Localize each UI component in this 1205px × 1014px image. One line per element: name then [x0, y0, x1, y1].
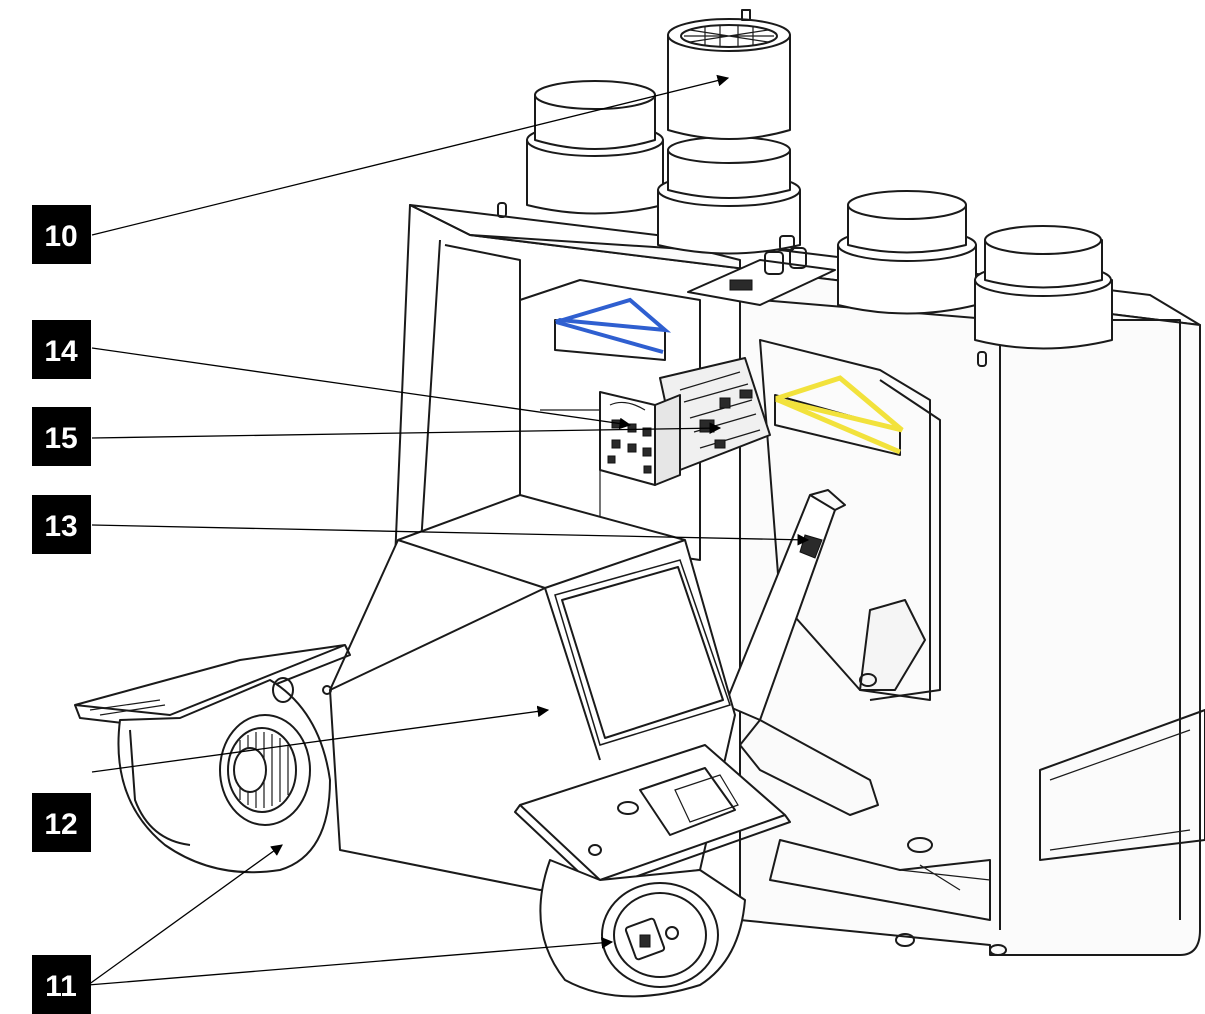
- duct-spigots: [526, 80, 1113, 350]
- leader-10: [91, 74, 730, 236]
- grille-spigot: [667, 9, 791, 140]
- right-cavity: [759, 339, 941, 701]
- fan-left: [74, 644, 351, 874]
- leader-11a: [87, 844, 283, 986]
- bypass-damper-arm: [724, 489, 879, 816]
- leader-12: [91, 705, 550, 773]
- callout-label-11: 11: [32, 955, 91, 1014]
- leader-13: [91, 524, 810, 546]
- cable-glands: [687, 235, 836, 306]
- leader-11b: [87, 937, 614, 986]
- callout-leaders: [87, 74, 810, 986]
- callout-text-11: 11: [45, 970, 77, 1003]
- callout-text-15: 15: [44, 422, 77, 455]
- callout-text-13: 13: [44, 510, 77, 543]
- control-board-assembly: [599, 357, 771, 486]
- callout-text-14: 14: [44, 335, 78, 368]
- leader-14: [91, 347, 632, 430]
- callout-text-12: 12: [44, 808, 77, 841]
- callout-label-15: 15: [32, 407, 91, 466]
- callout-text-10: 10: [44, 220, 77, 253]
- leader-15: [91, 422, 722, 439]
- callout-label-14: 14: [32, 320, 91, 379]
- fan-front: [514, 744, 791, 998]
- callout-label-13: 13: [32, 495, 91, 554]
- callout-label-12: 12: [32, 793, 91, 852]
- callout-label-10: 10: [32, 205, 91, 264]
